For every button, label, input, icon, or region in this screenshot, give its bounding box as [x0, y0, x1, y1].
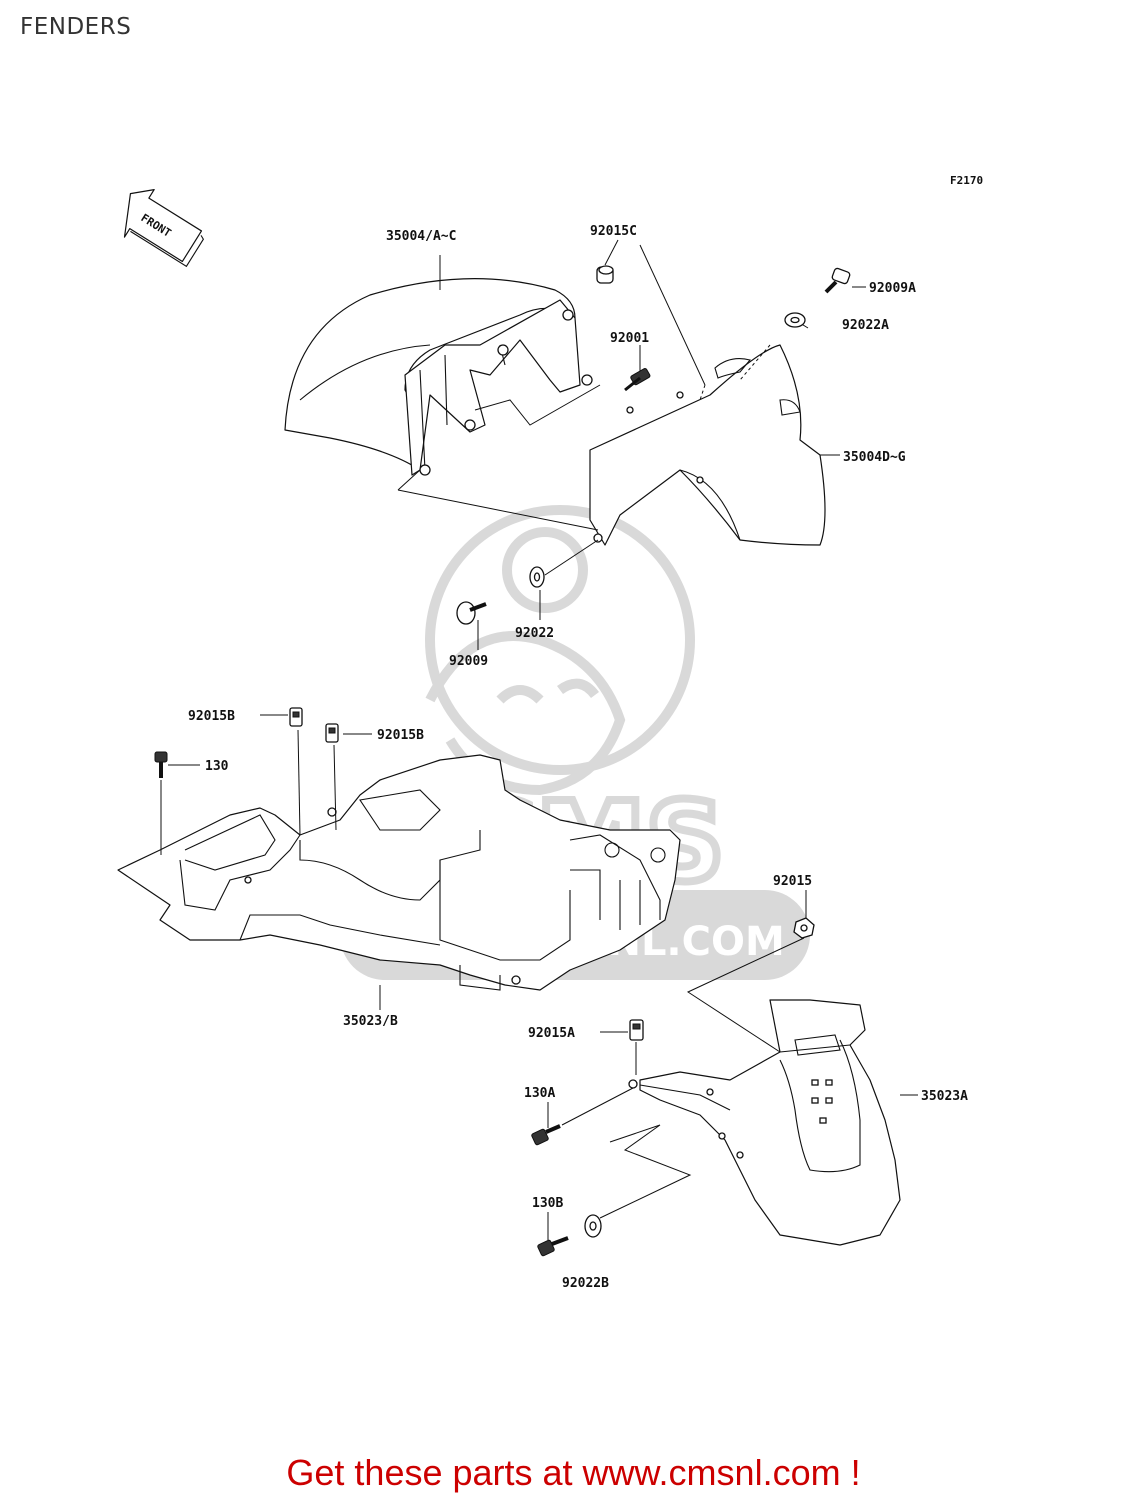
front-fender-rear-part — [589, 344, 826, 546]
page-title: FENDERS — [20, 14, 132, 40]
callout-92015b-lower: 92015B — [377, 728, 424, 743]
callout-130b: 130B — [532, 1196, 563, 1211]
rear-fender-front-guide-lines — [160, 714, 381, 1010]
front-fender-front-part — [284, 278, 593, 476]
callout-130a: 130A — [524, 1086, 555, 1101]
callout-92022a: 92022A — [842, 318, 889, 333]
diagram-code: F2170 — [950, 174, 983, 187]
callout-35004-d-g: 35004D~G — [843, 450, 906, 465]
bolt-92001-icon — [624, 368, 651, 392]
rear-fender-rear-guide-lines — [547, 890, 918, 1240]
bolt-130a-icon — [531, 1124, 561, 1146]
callout-35023-b: 35023/B — [343, 1014, 398, 1029]
callout-35004-a-c: 35004/A~C — [386, 229, 456, 244]
callout-92001: 92001 — [610, 331, 649, 346]
washer-92022b-icon — [584, 1214, 602, 1238]
washer-92022a-icon — [784, 312, 806, 328]
washer-92022-icon — [529, 566, 545, 588]
callout-92015a: 92015A — [528, 1026, 575, 1041]
nut-92015-icon — [793, 917, 815, 939]
rear-fender-rear — [628, 999, 901, 1246]
callout-92009: 92009 — [449, 654, 488, 669]
collar-92015c-icon — [596, 265, 614, 284]
nut-92015b-lower-icon — [325, 723, 339, 743]
bolt-92009a-icon — [824, 267, 866, 294]
callout-130: 130 — [205, 759, 229, 774]
callout-92015c: 92015C — [590, 224, 637, 239]
callout-92015: 92015 — [773, 874, 812, 889]
callout-92022b: 92022B — [562, 1276, 609, 1291]
footer-link[interactable]: Get these parts at www.cmsnl.com ! — [286, 1452, 861, 1493]
bolt-130-icon — [154, 751, 168, 778]
nut-92015b-upper-icon — [289, 707, 303, 727]
parts-diagram: WWW.CMSNL.COM CMS F2170 FRONT — [117, 174, 983, 1291]
nut-92015a-icon — [629, 1019, 644, 1041]
callout-92022: 92022 — [515, 626, 554, 641]
callout-92015b-upper: 92015B — [188, 709, 235, 724]
bolt-92009-icon — [456, 601, 487, 625]
callout-92009a: 92009A — [869, 281, 916, 296]
bolt-130b-icon — [537, 1236, 569, 1257]
front-arrow-icon: FRONT — [123, 188, 205, 268]
rear-fender-front — [117, 754, 681, 991]
callout-35023a: 35023A — [921, 1089, 968, 1104]
